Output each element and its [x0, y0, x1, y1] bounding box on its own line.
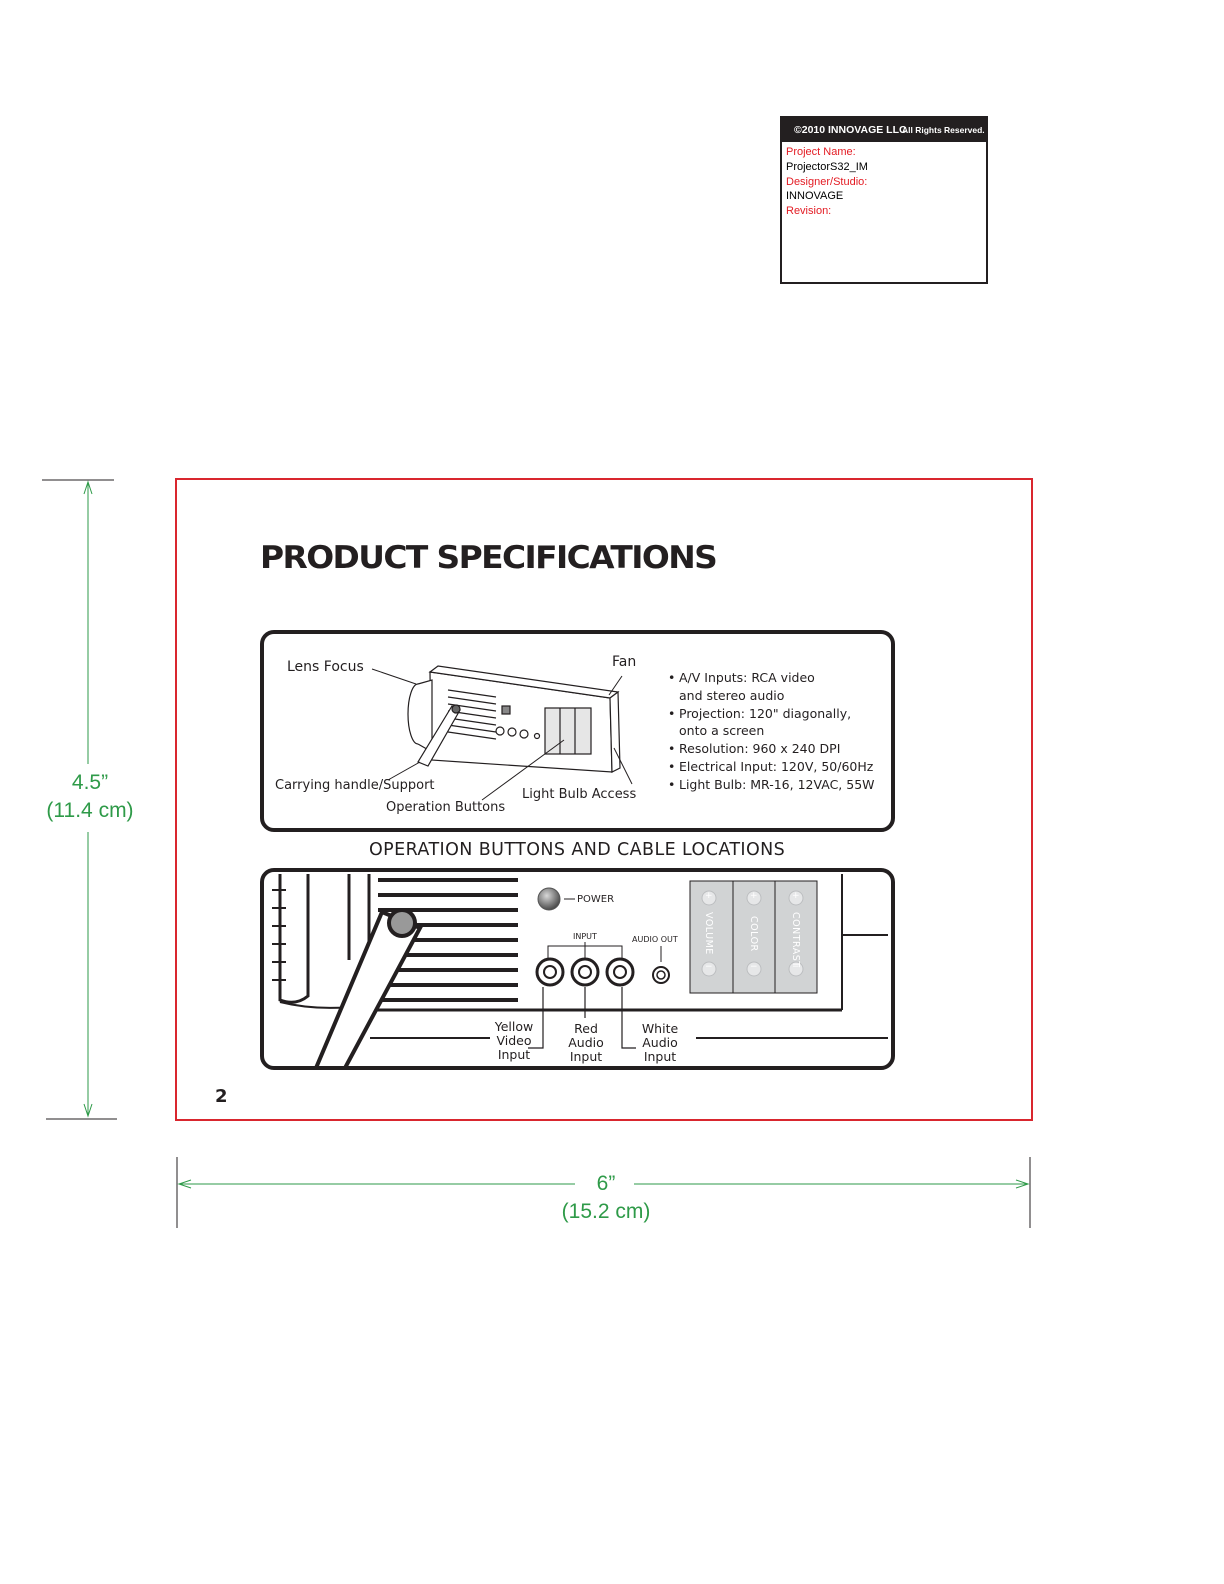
height-inches-label: 4.5” [71, 771, 109, 794]
project-name-value: ProjectorS32_IM [786, 161, 868, 173]
spec-item: Projection: 120" diagonally, onto a scre… [668, 705, 875, 741]
height-cm-label: (11.4 cm) [46, 799, 134, 822]
color-minus-button [746, 961, 762, 977]
mini-input-jack [519, 729, 529, 739]
info-box-header: ©2010 INNOVAGE LLC All Rights Reserved. [782, 118, 986, 142]
lens-focus-leader [371, 668, 417, 685]
revision-label: Revision: [786, 205, 832, 217]
volume-minus-glyph: − [705, 962, 713, 972]
white-label-line: Audio [642, 1035, 678, 1050]
copyright-text: ©2010 INNOVAGE LLC [794, 124, 907, 136]
width-inches-label: 6” [596, 1172, 616, 1195]
contrast-plus-button [788, 890, 804, 906]
width-arrow-left [177, 1179, 192, 1189]
input-label: INPUT [573, 932, 597, 941]
color-plus-button [746, 890, 762, 906]
light-bulb-leader [613, 747, 633, 785]
color-plus-glyph: + [750, 891, 758, 901]
color-label: COLOR [748, 916, 759, 952]
white-audio-input-label: White Audio Input [635, 1022, 685, 1064]
volume-label: VOLUME [703, 912, 714, 955]
spec-item: Electrical Input: 120V, 50/60Hz [668, 758, 875, 776]
volume-plus-glyph: + [705, 891, 713, 901]
red-label-line: Input [569, 1049, 603, 1064]
designer-value: INNOVAGE [786, 190, 844, 202]
section-heading: OPERATION BUTTONS AND CABLE LOCATIONS [369, 840, 786, 860]
yellow-video-jack-center [543, 965, 557, 979]
carrying-handle-label: Carrying handle/Support [275, 778, 435, 793]
red-audio-input-label: Red Audio Input [561, 1022, 611, 1064]
white-label-line: White [641, 1021, 679, 1036]
lens-barrel [417, 679, 433, 754]
white-audio-jack-center [613, 965, 627, 979]
mini-audio-out [533, 732, 541, 740]
designer-label: Designer/Studio: [786, 176, 868, 188]
page-frame [175, 478, 1033, 1121]
project-name-label: Project Name: [786, 146, 856, 158]
vent-line [447, 689, 497, 698]
mini-input-jack [495, 726, 505, 736]
mini-control-box [544, 707, 592, 755]
light-bulb-access-label: Light Bulb Access [522, 787, 637, 802]
mini-handle-pivot [451, 704, 461, 714]
audio-out-jack-center [656, 970, 666, 980]
power-label: POWER [577, 894, 615, 905]
lens-focus-label: Lens Focus [287, 659, 364, 675]
fan-leader [608, 675, 623, 696]
spec-list: A/V Inputs: RCA video and stereo audio P… [668, 669, 875, 794]
volume-plus-button [701, 890, 717, 906]
height-arrow-down [83, 1103, 93, 1118]
height-arrow-up [83, 480, 93, 495]
vent-line [447, 724, 497, 733]
width-arrow-right [1015, 1179, 1030, 1189]
project-info-box: ©2010 INNOVAGE LLC All Rights Reserved. … [780, 116, 988, 284]
spec-item: A/V Inputs: RCA video and stereo audio [668, 669, 875, 705]
power-button [537, 887, 561, 911]
yellow-label-line: Yellow [494, 1019, 534, 1034]
yellow-label-line: Input [497, 1047, 531, 1062]
contrast-plus-glyph: + [792, 891, 800, 901]
projector-side-face [609, 690, 621, 773]
mini-power-button [501, 705, 511, 715]
red-label-line: Red [574, 1021, 598, 1036]
red-audio-jack-center [578, 965, 592, 979]
yellow-cable-leader [528, 987, 544, 1049]
page-number: 2 [215, 1086, 228, 1107]
handle-leader [387, 761, 421, 781]
yellow-video-input-label: Yellow Video Input [488, 1020, 540, 1062]
rights-text: All Rights Reserved. [902, 125, 985, 135]
vent-line [447, 717, 497, 726]
lens-ring-front [278, 874, 310, 1004]
vent-line [447, 731, 497, 740]
volume-minus-button [701, 961, 717, 977]
red-label-line: Audio [568, 1035, 604, 1050]
width-cm-label: (15.2 cm) [561, 1200, 651, 1223]
operation-buttons-leader [481, 739, 565, 801]
spec-item: Resolution: 960 x 240 DPI [668, 740, 875, 758]
contrast-minus-button [788, 961, 804, 977]
white-cable-leader [621, 987, 636, 1049]
mini-input-jack [507, 727, 517, 737]
projector-illustration [407, 665, 621, 773]
yellow-label-line: Video [496, 1033, 532, 1048]
page-title: PRODUCT SPECIFICATIONS [260, 540, 718, 576]
fan-label: Fan [612, 654, 637, 670]
color-minus-glyph: − [750, 962, 758, 972]
white-label-line: Input [643, 1049, 677, 1064]
handle-pivot [387, 908, 417, 938]
contrast-minus-glyph: − [792, 962, 800, 972]
spec-item: Light Bulb: MR-16, 12VAC, 55W [668, 776, 875, 794]
vent-line [447, 696, 497, 705]
audio-out-label: AUDIO OUT [632, 935, 678, 944]
contrast-label: CONTRAST [790, 912, 801, 968]
operation-buttons-label: Operation Buttons [386, 800, 506, 815]
